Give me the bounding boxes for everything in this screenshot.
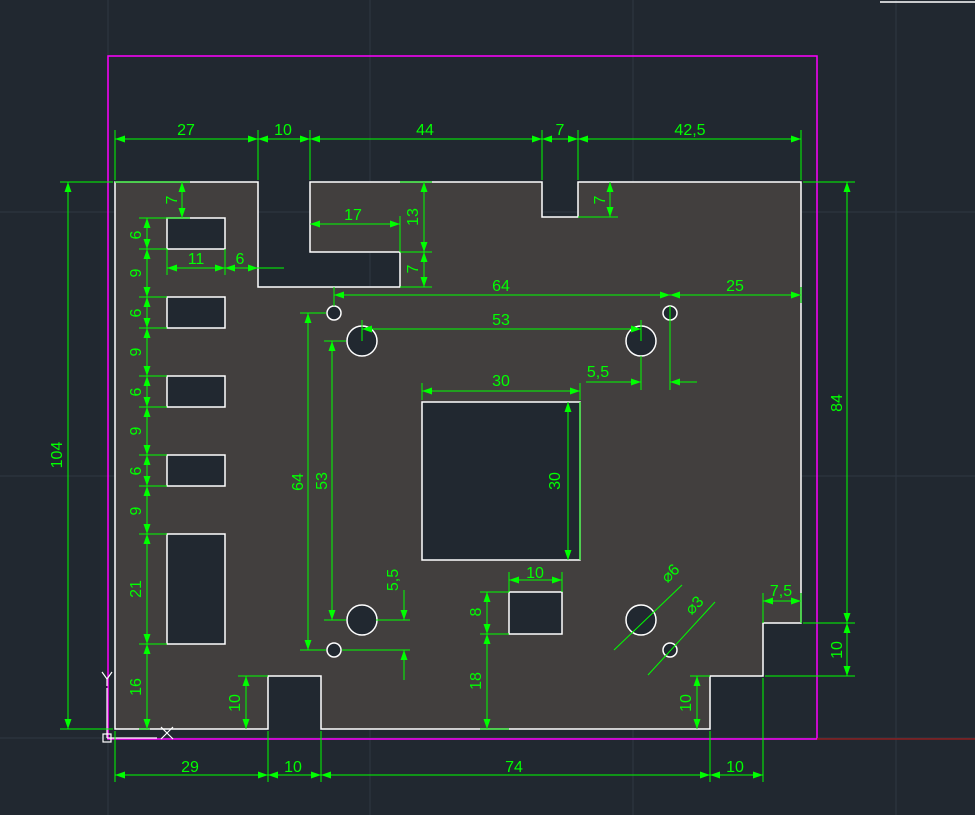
hole-large-bottom-right[interactable] <box>625 604 657 636</box>
dim-104: 104 <box>49 442 66 469</box>
dim-5-5-bottom: 5,5 <box>385 569 402 591</box>
dim-bottom-10a: 10 <box>284 759 302 776</box>
dim-notch-7: 7 <box>592 195 609 204</box>
dim-window-9a: 9 <box>128 268 145 277</box>
dim-slot-17: 17 <box>344 207 362 224</box>
dim-window-21: 21 <box>128 580 145 598</box>
dim-top-7: 7 <box>556 122 565 139</box>
dim-rect-18: 18 <box>468 672 485 690</box>
dim-53-vertical: 53 <box>314 472 331 490</box>
dim-slot-13: 13 <box>405 208 422 226</box>
dim-30-horizontal: 30 <box>492 373 510 390</box>
layout-frame <box>107 55 818 740</box>
dim-25: 25 <box>726 278 744 295</box>
dim-rect-10: 10 <box>526 565 544 582</box>
dim-window-9b: 9 <box>128 347 145 356</box>
dim-bottom-74: 74 <box>505 759 523 776</box>
dim-top-27: 27 <box>177 122 195 139</box>
dim-tab-left-10: 10 <box>227 694 244 712</box>
dim-window-11: 11 <box>188 251 205 268</box>
dim-64-vertical: 64 <box>290 473 307 491</box>
dim-rect-8: 8 <box>468 607 485 616</box>
dim-53-horizontal: 53 <box>492 312 510 329</box>
dim-right-7-5: 7,5 <box>770 583 792 600</box>
dim-window-9c: 9 <box>128 426 145 435</box>
window-1[interactable] <box>166 217 226 250</box>
hole-large-bottom-left[interactable] <box>346 604 378 636</box>
dim-64-horizontal: 64 <box>492 278 510 295</box>
dim-top-44: 44 <box>416 122 434 139</box>
dim-right-10: 10 <box>829 641 846 659</box>
window-3[interactable] <box>166 375 226 408</box>
dimension-lines <box>60 130 855 782</box>
dim-84: 84 <box>829 394 846 412</box>
dim-window-16: 16 <box>128 678 145 696</box>
window-4[interactable] <box>166 454 226 487</box>
dim-top-42-5: 42,5 <box>674 122 705 139</box>
dim-bottom-29: 29 <box>181 759 199 776</box>
hole-small-bottom-left[interactable] <box>326 642 342 658</box>
left-windows <box>166 217 226 645</box>
center-square-cutout[interactable] <box>421 401 581 561</box>
window-2[interactable] <box>166 296 226 329</box>
dim-window-6c: 6 <box>128 387 145 396</box>
dim-window-6w: 6 <box>236 251 245 268</box>
dim-30-vertical: 30 <box>547 472 564 490</box>
dim-5-5-top: 5,5 <box>587 364 609 381</box>
dim-window-6a: 6 <box>128 230 145 239</box>
dim-top-10: 10 <box>274 122 292 139</box>
hole-small-top-left[interactable] <box>326 305 342 321</box>
dim-slot-7: 7 <box>405 264 422 273</box>
dim-bottom-10b: 10 <box>726 759 744 776</box>
small-rect-cutout[interactable] <box>508 591 563 635</box>
dim-window-6d: 6 <box>128 466 145 475</box>
window-5[interactable] <box>166 533 226 645</box>
dim-window-6b: 6 <box>128 308 145 317</box>
dim-window-9d: 9 <box>128 506 145 515</box>
dim-left-7: 7 <box>164 195 181 204</box>
dim-tab-right-10: 10 <box>678 694 695 712</box>
